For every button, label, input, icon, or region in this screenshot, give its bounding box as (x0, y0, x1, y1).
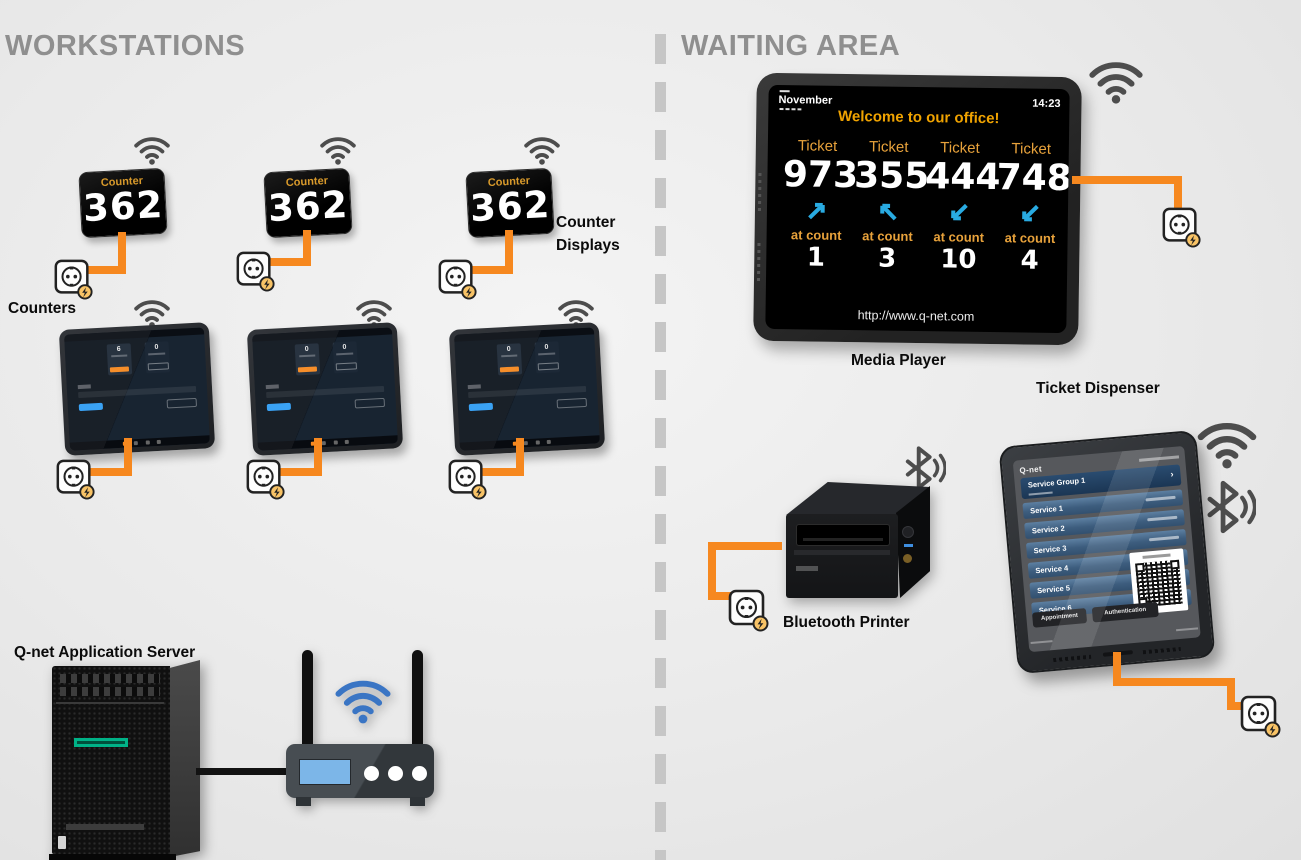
media-player-label: Media Player (851, 352, 946, 369)
workstation-tablet: 0 0 (448, 322, 606, 456)
counters-label: Counters (8, 300, 77, 317)
counter-number: 10 (940, 244, 977, 276)
ticket-column: Ticket 444 at count 10 (925, 139, 1001, 276)
bluetooth-printer (778, 468, 932, 602)
power-cable (1113, 678, 1235, 686)
power-cable (1072, 176, 1182, 184)
wifi-icon (134, 137, 170, 165)
printer-button (902, 526, 914, 538)
ticket-number: 444 (925, 156, 1001, 199)
printer-paper-slot (796, 524, 890, 546)
power-cable (314, 438, 322, 476)
wifi-icon (134, 300, 170, 328)
direction-arrow-icon (853, 199, 922, 230)
ticket-column: Ticket 355 at count 3 (853, 138, 930, 275)
ticket-number: 973 (782, 154, 859, 197)
counter-display-number: 362 (266, 182, 350, 231)
direction-arrow-icon (925, 199, 994, 230)
power-outlet-icon (246, 459, 285, 500)
ticket-columns: Ticket 973 at count 1 Ticket 355 at coun… (780, 137, 1070, 277)
counter-display: Counter 362 (78, 167, 168, 239)
power-cable (280, 468, 322, 476)
power-cable (90, 468, 132, 476)
power-outlet-icon (54, 259, 93, 300)
application-server-tower (49, 660, 202, 860)
power-cable (124, 438, 132, 476)
counter-number: 1 (806, 242, 826, 274)
application-server-label: Q-net Application Server (14, 644, 196, 661)
direction-arrow-icon (782, 198, 851, 229)
media-player: November 14:23 Welcome to our office! Ti… (753, 72, 1082, 346)
power-outlet-icon (448, 459, 487, 500)
month-label: November (778, 94, 833, 107)
qnet-logo: Q-net (1019, 463, 1043, 475)
power-cable (118, 232, 126, 274)
wifi-icon (320, 137, 356, 165)
power-cable (482, 468, 524, 476)
appointment-button: Appointment (1032, 608, 1088, 628)
clock: 14:23 (1032, 97, 1061, 110)
hpe-logo-strip (74, 738, 128, 747)
ticket-dispenser-label: Ticket Dispenser (1036, 380, 1160, 397)
power-cable (303, 230, 311, 266)
router-antenna (302, 650, 313, 752)
workstation-tablet: 0 0 (246, 322, 404, 456)
waiting-area-title: WAITING AREA (681, 30, 901, 62)
power-cable (516, 438, 524, 476)
wifi-icon (1194, 416, 1260, 469)
power-cable (1113, 652, 1121, 686)
printer-led (904, 544, 913, 547)
power-cable (708, 542, 716, 600)
power-cable (88, 266, 126, 274)
counter-display: Counter 362 (263, 167, 353, 239)
wifi-icon (332, 674, 394, 724)
power-outlet-icon (1240, 695, 1281, 738)
router-antenna (412, 650, 423, 752)
power-cable (270, 258, 311, 266)
ticket-number: 355 (853, 155, 930, 198)
power-outlet-icon (236, 251, 275, 292)
section-divider (655, 34, 666, 860)
workstation-tablet-screen: 0 0 (454, 327, 600, 451)
power-cable (505, 230, 513, 274)
power-cable (1174, 176, 1182, 212)
ticket-number: 748 (996, 157, 1070, 200)
power-outlet-icon (56, 459, 95, 500)
workstation-tablet-screen: 6 0 (64, 327, 210, 451)
workstation-tablet-screen: 0 0 (252, 327, 398, 451)
power-cable (708, 592, 738, 600)
power-cable (708, 542, 782, 550)
media-player-screen: November 14:23 Welcome to our office! Ti… (765, 84, 1070, 334)
welcome-message: Welcome to our office! (837, 107, 1000, 128)
ticket-column: Ticket 973 at count 1 (782, 137, 859, 274)
wifi-icon (524, 137, 560, 165)
power-outlet-icon (1162, 207, 1201, 248)
counter-display-number: 362 (81, 182, 165, 231)
power-cable (1227, 702, 1245, 710)
ticket-column: Ticket 748 at count 4 (996, 140, 1070, 277)
power-outlet-icon (438, 259, 477, 300)
workstation-tablet: 6 0 (58, 322, 216, 456)
counter-number: 3 (877, 243, 897, 275)
power-cable (1227, 678, 1235, 710)
bluetooth-icon (1198, 478, 1256, 536)
footer-url: http://www.q-net.com (857, 308, 975, 324)
power-outlet-icon (728, 589, 769, 632)
wifi-router (286, 650, 436, 810)
direction-arrow-icon (996, 200, 1065, 231)
workstations-title: WORKSTATIONS (5, 30, 246, 62)
chevron-right-icon: › (1170, 468, 1174, 480)
counter-number: 4 (1020, 245, 1039, 277)
bluetooth-printer-label: Bluetooth Printer (783, 614, 910, 631)
router-display (299, 759, 351, 785)
printer-button (903, 554, 912, 563)
power-cable (470, 266, 513, 274)
ticket-dispenser-screen: Q-net Service Group 1 › Service 1 Servic… (1012, 445, 1201, 653)
counter-displays-label: Counter Displays (556, 214, 620, 254)
ticket-dispenser: Q-net Service Group 1 › Service 1 Servic… (998, 429, 1216, 675)
counter-display: Counter 362 (465, 167, 555, 239)
counter-display-number: 362 (468, 182, 552, 231)
lan-cable (196, 768, 292, 775)
wifi-icon (1086, 56, 1146, 104)
